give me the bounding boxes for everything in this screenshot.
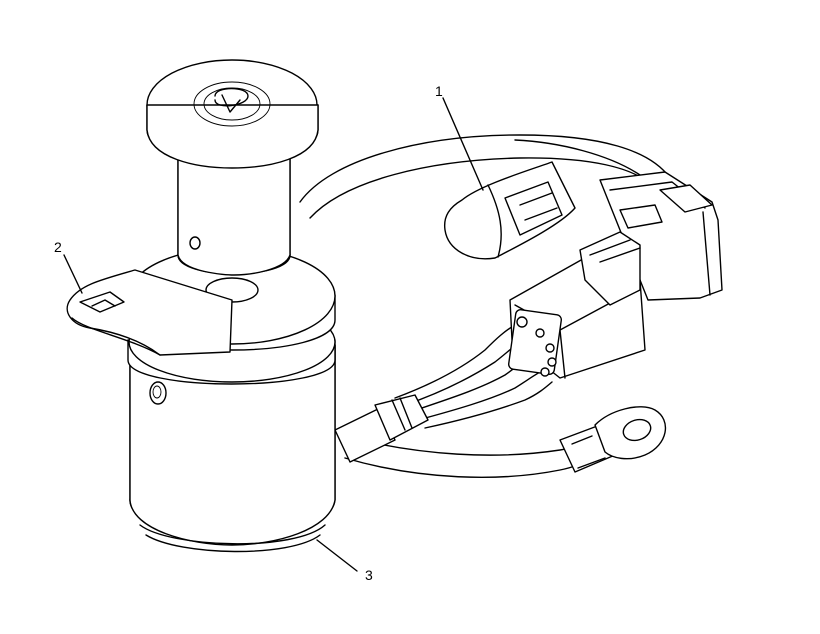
callout-2-label: 2: [54, 239, 62, 255]
plunger-cap: [146, 59, 319, 169]
callout-2-leader: [63, 254, 83, 294]
callout-3-leader: [316, 539, 358, 572]
connector-plug: [507, 231, 646, 379]
callout-1-leader: [442, 97, 484, 191]
harness-cable-loop: [299, 134, 671, 219]
callout-3-label: 3: [365, 567, 373, 583]
callout-1-label: 1: [435, 83, 443, 99]
sensor-connector: [443, 161, 576, 260]
solenoid-body: [129, 344, 336, 553]
ring-terminal: [594, 406, 667, 460]
cable-sleeve: [334, 394, 429, 463]
mounting-bracket: [66, 269, 233, 356]
connector-receptacle: [599, 171, 723, 301]
